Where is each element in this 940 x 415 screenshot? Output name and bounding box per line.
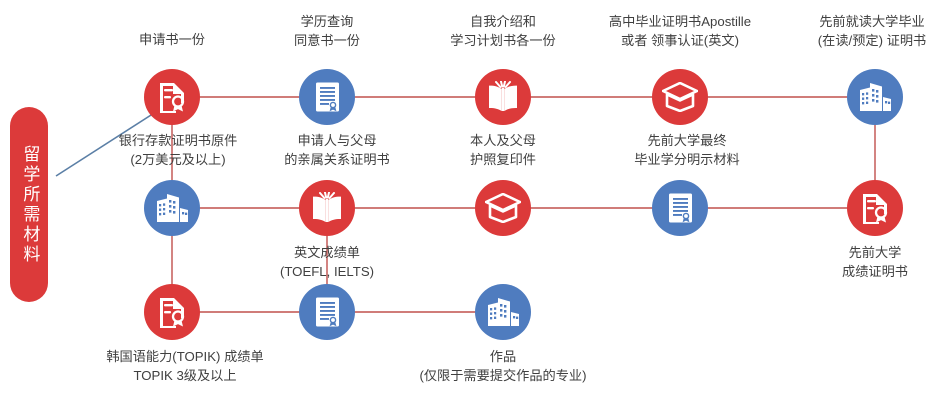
caption-text-family-relation-certificate: 申请人与父母的亲属关系证明书 [284,131,390,169]
caption-line: 申请人与父母 [297,133,377,148]
caption-text-portfolio: 作品 (仅限于需要提交作品的专业) [419,347,586,385]
caption-line: 韩国语能力(TOPIK) 成绩单 [106,349,264,364]
caption-line: 同意书一份 [294,33,360,49]
caption-text-self-intro-study-plan: 自我介绍和学习计划书各一份 [450,12,556,50]
open-book-icon [310,192,344,224]
caption-line: TOPIK 3级及以上 [133,368,237,384]
caption-text-english-score-report: 英文成绩单 (TOEFL, IELTS) [280,243,374,281]
caption-line: 护照复印件 [470,152,536,168]
caption-text-bank-deposit-certificate: 银行存款证明书原件 (2万美元及以上) [119,131,238,169]
node-previous-university-credits[interactable] [652,180,708,236]
caption-line: (TOEFL, IELTS) [279,264,375,280]
caption-line: 先前就读大学毕业 [819,14,925,29]
node-portfolio[interactable] [475,284,531,340]
caption-text-highschool-apostille: 高中毕业证明书Apostille 或者 领事认证(英文) [609,12,751,50]
caption-line: 先前大学 [848,245,902,260]
graduation-cap-icon [485,193,521,223]
graduation-cap-icon [662,82,698,112]
building-icon [857,82,893,112]
caption-line: 学习计划书各一份 [450,33,556,49]
node-application-form[interactable] [144,69,200,125]
document-seal-icon [314,296,341,328]
caption-text-previous-university-transcript: 先前大学成绩证明书 [842,243,908,281]
node-bank-deposit-certificate[interactable] [144,180,200,236]
caption-text-previous-university-credits: 先前大学最终毕业学分明示材料 [634,131,740,169]
open-book-icon [486,81,520,113]
node-passport-copies[interactable] [475,180,531,236]
caption-line: 学历查询 [300,14,354,29]
caption-line: 毕业学分明示材料 [634,152,740,168]
caption-line: (在读/预定) 证明书 [817,33,927,49]
caption-text-application-form: 申请书一份 [139,30,205,49]
node-self-intro-study-plan[interactable] [475,69,531,125]
root-label-pill: 留学所需材料 [10,107,48,302]
caption-line: 先前大学最终 [647,133,727,148]
node-topik-score-report[interactable] [144,284,200,340]
node-family-relation-certificate[interactable] [299,180,355,236]
certificate-document-icon [157,296,187,328]
node-education-inquiry-consent[interactable] [299,69,355,125]
root-label-text: 留学所需材料 [20,144,40,265]
caption-text-topik-score-report: 韩国语能力(TOPIK) 成绩单 TOPIK 3级及以上 [106,347,263,385]
caption-line: 成绩证明书 [842,264,908,280]
caption-line: 或者 领事认证(英文) [621,33,739,49]
caption-line: 英文成绩单 [294,245,360,260]
node-previous-university-transcript[interactable] [847,180,903,236]
caption-text-education-inquiry-consent: 学历查询同意书一份 [294,12,360,50]
node-previous-university-enrollment[interactable] [847,69,903,125]
caption-text-passport-copies: 本人及父母护照复印件 [470,131,536,169]
document-seal-icon [314,81,341,113]
node-english-score-report[interactable] [299,284,355,340]
caption-line: 银行存款证明书原件 [118,133,238,148]
caption-line: 本人及父母 [470,133,536,148]
caption-line: 的亲属关系证明书 [284,152,390,168]
building-icon [485,297,521,327]
building-icon [154,193,190,223]
caption-line: 自我介绍和 [470,14,536,29]
caption-line: 作品 [489,349,517,364]
caption-line: 申请书一份 [139,32,205,47]
caption-text-previous-university-enrollment: 先前就读大学毕业 (在读/预定) 证明书 [818,12,926,50]
caption-line: (2万美元及以上) [130,152,226,168]
document-seal-icon [667,192,694,224]
certificate-document-icon [157,81,187,113]
certificate-document-icon [860,192,890,224]
caption-line: (仅限于需要提交作品的专业) [419,368,587,384]
node-highschool-apostille[interactable] [652,69,708,125]
caption-line: 高中毕业证明书Apostille [608,14,752,29]
